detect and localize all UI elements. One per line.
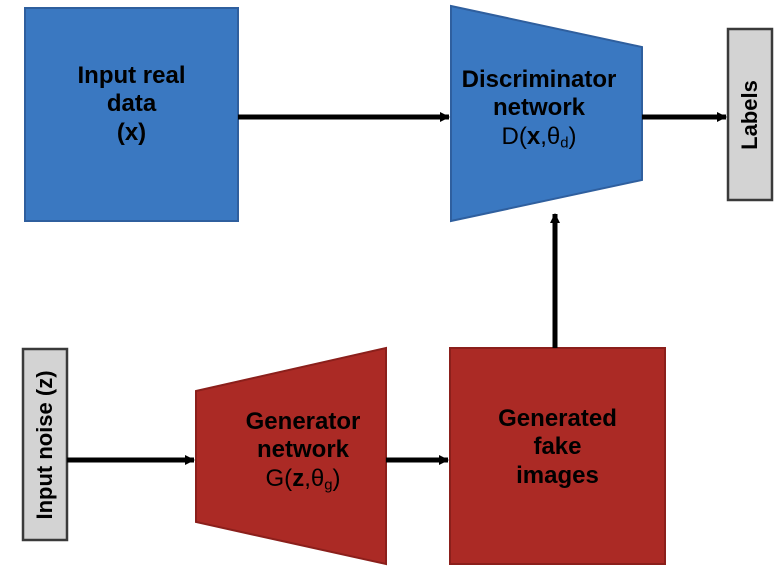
discriminator-formula-close: ) (568, 122, 577, 150)
discriminator-line-1: Discriminator (461, 66, 617, 93)
generator-line-1: Generator (245, 408, 361, 435)
generator-formula-close: ) (332, 464, 341, 492)
fake-images-block (449, 347, 666, 565)
labels-text: Labels (737, 80, 762, 150)
generator-formula: G(z,θg) (210, 465, 396, 495)
generator-label: Generator network G(z,θg) (210, 408, 396, 495)
generator-block (195, 346, 387, 566)
discriminator-formula-var: x (526, 122, 541, 150)
generator-formula-func: G( (265, 464, 293, 492)
discriminator-formula-sep: ,θ (540, 122, 561, 150)
noise-box (21, 347, 69, 542)
discriminator-formula-sub: d (560, 135, 569, 152)
noise-text: Input noise (z) (32, 370, 57, 520)
discriminator-label: Discriminator network D(x,θd) (451, 66, 627, 153)
discriminator-formula-func: D( (501, 122, 527, 150)
generator-line-2: network (256, 436, 349, 464)
real-data-line-3: (x) (116, 118, 147, 146)
real-data-line-2: data (106, 90, 157, 118)
fake-images-label: Generated fake images (450, 405, 665, 490)
real-data-line-1: Input real (77, 62, 186, 89)
fake-images-line-2: fake (533, 433, 582, 461)
generator-formula-sub: g (324, 477, 333, 494)
fake-images-line-1: Generated (498, 405, 617, 432)
discriminator-block (450, 4, 643, 223)
real-data-label: Input real data (x) (25, 62, 238, 147)
discriminator-line-2: network (492, 94, 585, 122)
real-data-block (24, 7, 239, 222)
generator-formula-sep: ,θ (304, 464, 325, 492)
discriminator-formula: D(x,θd) (451, 123, 627, 153)
fake-images-line-3: images (516, 461, 599, 489)
generator-formula-var: z (292, 464, 305, 492)
labels-box (726, 27, 774, 202)
